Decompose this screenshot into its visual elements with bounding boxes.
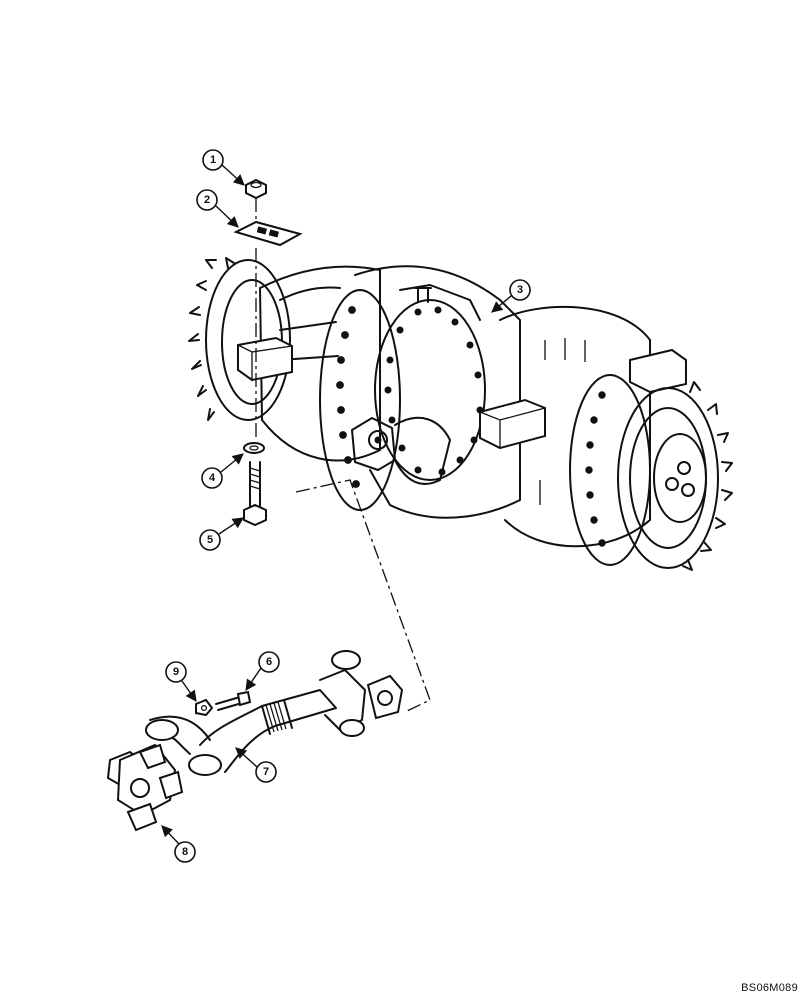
callout-8: 8: [161, 825, 196, 863]
nut-part-1: [245, 178, 267, 200]
callout-3-label: 3: [517, 284, 523, 296]
callout-7: 7: [235, 747, 277, 783]
callout-9-label: 9: [173, 666, 179, 678]
callout-2: 2: [196, 189, 239, 228]
callout-8-label: 8: [182, 846, 188, 858]
right-sprocket: [617, 381, 733, 571]
driveshaft-part-7: [145, 650, 404, 776]
callout-3: 3: [491, 279, 531, 313]
callout-6: 6: [245, 651, 280, 691]
plate-part-2: [233, 220, 303, 247]
callout-5-label: 5: [207, 534, 213, 546]
callout-9: 9: [165, 661, 197, 702]
yoke-part-8: [106, 743, 184, 832]
callout-1: 1: [202, 149, 245, 186]
callout-4: 4: [201, 453, 244, 489]
callout-4-label: 4: [209, 472, 216, 484]
bolt-part-6: [215, 690, 252, 711]
assembly-guide-line: [295, 479, 431, 713]
figure-reference-code: BS06M089: [741, 982, 798, 994]
axle-assembly: [188, 257, 733, 571]
callout-7-label: 7: [263, 766, 269, 778]
washer-part-4: [243, 442, 265, 454]
callout-5: 5: [199, 517, 244, 551]
callout-2-label: 2: [204, 194, 210, 206]
nut-part-9: [195, 698, 214, 717]
callout-6-label: 6: [266, 656, 272, 668]
callout-1-label: 1: [210, 154, 216, 166]
bolt-part-5: [243, 461, 267, 527]
